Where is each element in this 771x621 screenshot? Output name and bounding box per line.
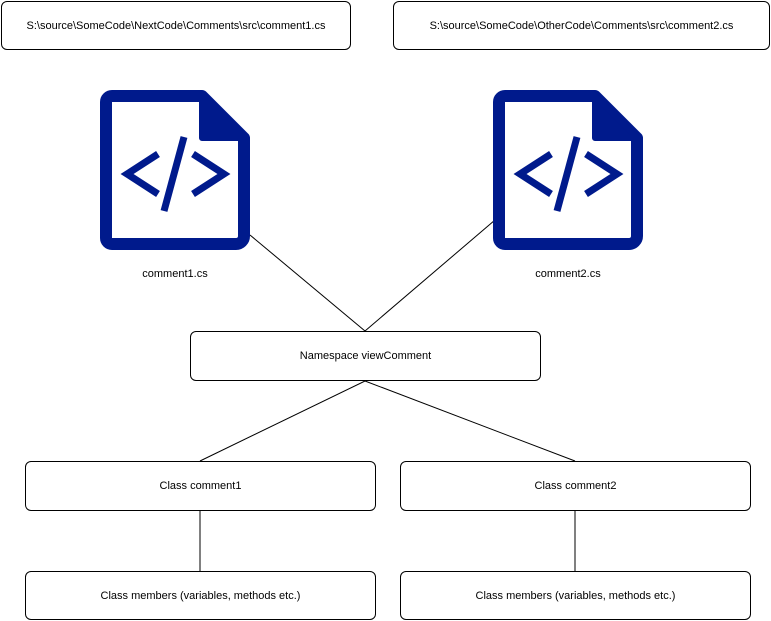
class-label-right: Class comment2 <box>534 480 617 492</box>
file-path-left: S:\source\SomeCode\NextCode\Comments\src… <box>26 19 326 32</box>
file-label-right: comment2.cs <box>535 268 601 280</box>
code-bracket-right <box>584 151 624 197</box>
code-bracket-left <box>120 151 160 197</box>
file-path-box-right[interactable]: S:\source\SomeCode\OtherCode\Comments\sr… <box>393 1 770 50</box>
class-label-left: Class comment1 <box>159 480 242 492</box>
code-file-icon-right[interactable] <box>493 90 643 250</box>
code-slash <box>553 136 581 212</box>
namespace-box[interactable]: Namespace viewComment <box>190 331 541 381</box>
code-bracket-right <box>191 151 231 197</box>
members-box-right[interactable]: Class members (variables, methods etc.) <box>400 571 751 620</box>
connector-namespace-class2 <box>364 380 576 462</box>
file-label-left: comment1.cs <box>142 268 208 280</box>
code-bracket-left <box>513 151 553 197</box>
class-box-right[interactable]: Class comment2 <box>400 461 751 511</box>
file-path-right: S:\source\SomeCode\OtherCode\Comments\sr… <box>429 19 734 32</box>
code-slash <box>160 136 188 212</box>
code-file-icon-left[interactable] <box>100 90 250 250</box>
connector-file1-namespace <box>249 234 366 332</box>
file-path-box-left[interactable]: S:\source\SomeCode\NextCode\Comments\src… <box>1 1 351 50</box>
namespace-label: Namespace viewComment <box>299 350 432 362</box>
class-box-left[interactable]: Class comment1 <box>25 461 376 511</box>
members-label-left: Class members (variables, methods etc.) <box>100 589 301 602</box>
connector-file2-namespace <box>364 219 496 332</box>
members-label-right: Class members (variables, methods etc.) <box>475 589 676 602</box>
file-corner-fold <box>199 93 247 141</box>
file-corner-fold <box>592 93 640 141</box>
connector-namespace-class1 <box>199 380 366 462</box>
members-box-left[interactable]: Class members (variables, methods etc.) <box>25 571 376 620</box>
